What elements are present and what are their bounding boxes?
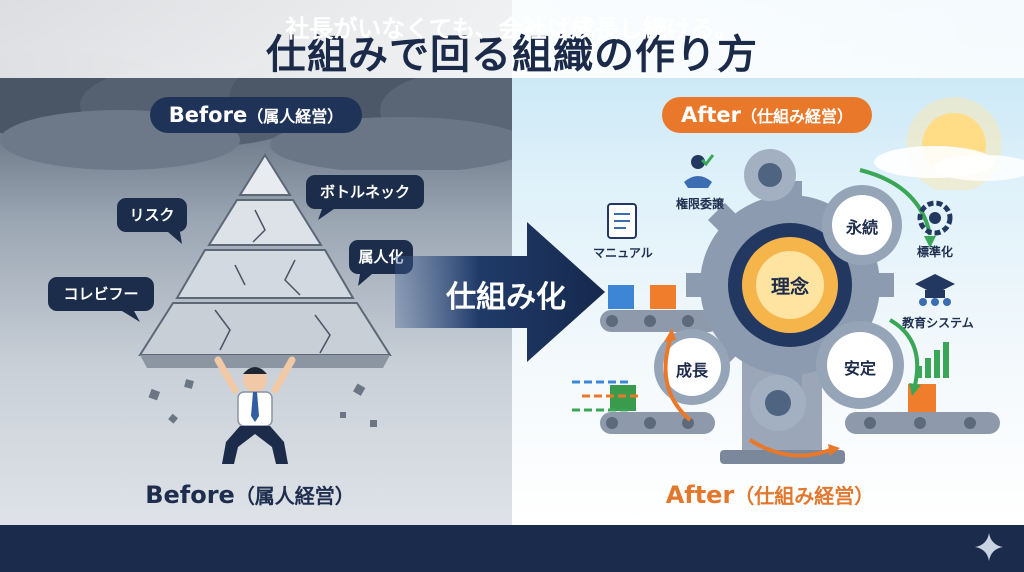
standard-label: 標準化 [916,245,953,259]
after-heading-main: After [680,103,741,127]
person-icon [214,356,296,464]
page-title: 仕組みで回る組織の作り方 [266,32,758,78]
standard-gear-icon [917,200,953,236]
pyramid-icon [138,153,392,368]
after-caption-main: After [665,481,735,509]
delegation-label: 権限委譲 [675,197,724,211]
graduation-cap-icon [915,274,955,306]
sparkle-icon [975,533,1003,561]
cycle-arrows [663,168,936,458]
bar-chart-icon [916,342,949,378]
gear-top-label: 永続 [845,218,878,237]
transition-label: 仕組み化 [446,280,566,315]
manual-label: マニュアル [593,246,653,260]
debris [148,379,377,427]
data-stream [572,380,642,412]
gear-right-label: 安定 [843,359,876,378]
bubble-person: コレビフー [48,277,154,311]
after-heading: After（仕組み経営） [662,97,872,133]
education-label: 教育システム [902,316,974,330]
handshake-icon [684,154,715,188]
bubble-tails [122,209,372,322]
footer-text: 社長がいなくても、会社は成長し続ける。 [285,15,739,43]
bubble-risk: リスク [117,198,187,232]
gear-icon [654,149,904,431]
before-caption-paren: （属人経営） [234,484,355,508]
title-band [0,0,1024,78]
bubble-bottleneck: ボトルネック [306,175,424,209]
transition-arrow-icon [395,222,605,362]
document-icon [607,203,637,239]
before-caption-main: Before [145,481,235,509]
before-caption: Before（属人経営） [100,480,400,509]
sun-icon [874,97,1024,190]
before-heading-main: Before [168,103,248,127]
after-caption: After（仕組み経営） [620,480,920,509]
before-heading-paren: （属人経営） [247,107,344,126]
footer-bar [0,525,1024,572]
after-heading-paren: （仕組み経営） [741,107,854,126]
after-caption-paren: （仕組み経営） [734,484,875,508]
gear-left-label: 成長 [675,361,708,380]
before-heading: Before（属人経営） [150,97,362,133]
gear-center-label: 理念 [770,276,809,298]
